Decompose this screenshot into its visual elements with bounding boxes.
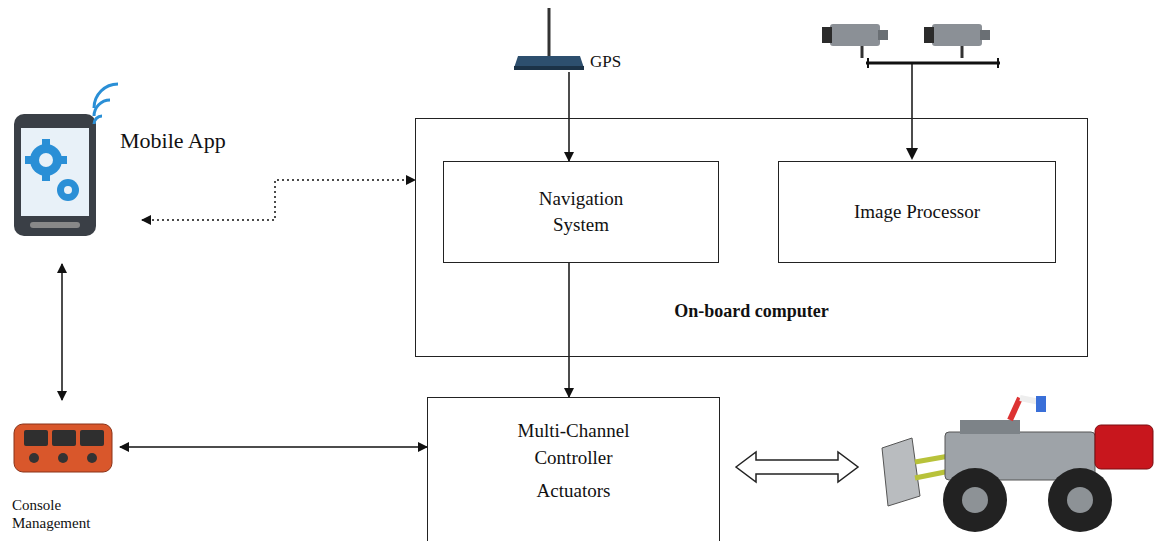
connector bbox=[142, 180, 415, 220]
node-label: On-board computer bbox=[416, 301, 1087, 322]
onboard-computer-box: On-board computer Navigation System Image … bbox=[415, 118, 1088, 357]
node-label: Image Processor bbox=[854, 199, 980, 225]
node-label: Actuators bbox=[428, 480, 719, 502]
node-label: Mobile App bbox=[120, 128, 226, 154]
gps-antenna bbox=[514, 8, 584, 70]
controller-box: Multi-Channel ControllerActuators bbox=[427, 397, 720, 541]
node-label: Navigation System bbox=[511, 186, 651, 237]
node-label: GPS bbox=[590, 52, 621, 72]
connector bbox=[120, 446, 427, 448]
mobile-app-node: Mobile App bbox=[12, 110, 142, 240]
camera-pair bbox=[822, 24, 1000, 68]
connector bbox=[61, 264, 63, 400]
console-node: Console Management bbox=[10, 422, 120, 474]
process-box: Image Processor bbox=[778, 161, 1056, 263]
robot-vehicle bbox=[882, 396, 1153, 532]
connector bbox=[568, 72, 570, 161]
gps-node: GPS bbox=[510, 4, 588, 72]
console-icon bbox=[14, 424, 112, 472]
phone-icon bbox=[14, 84, 118, 236]
node-label: Multi-Channel Controller bbox=[438, 418, 709, 471]
node-label: Console Management bbox=[12, 496, 100, 532]
link-double-arrow bbox=[736, 452, 858, 482]
process-box: Navigation System bbox=[443, 161, 719, 263]
camera-feed-arrow bbox=[906, 63, 918, 160]
connector bbox=[568, 263, 570, 397]
